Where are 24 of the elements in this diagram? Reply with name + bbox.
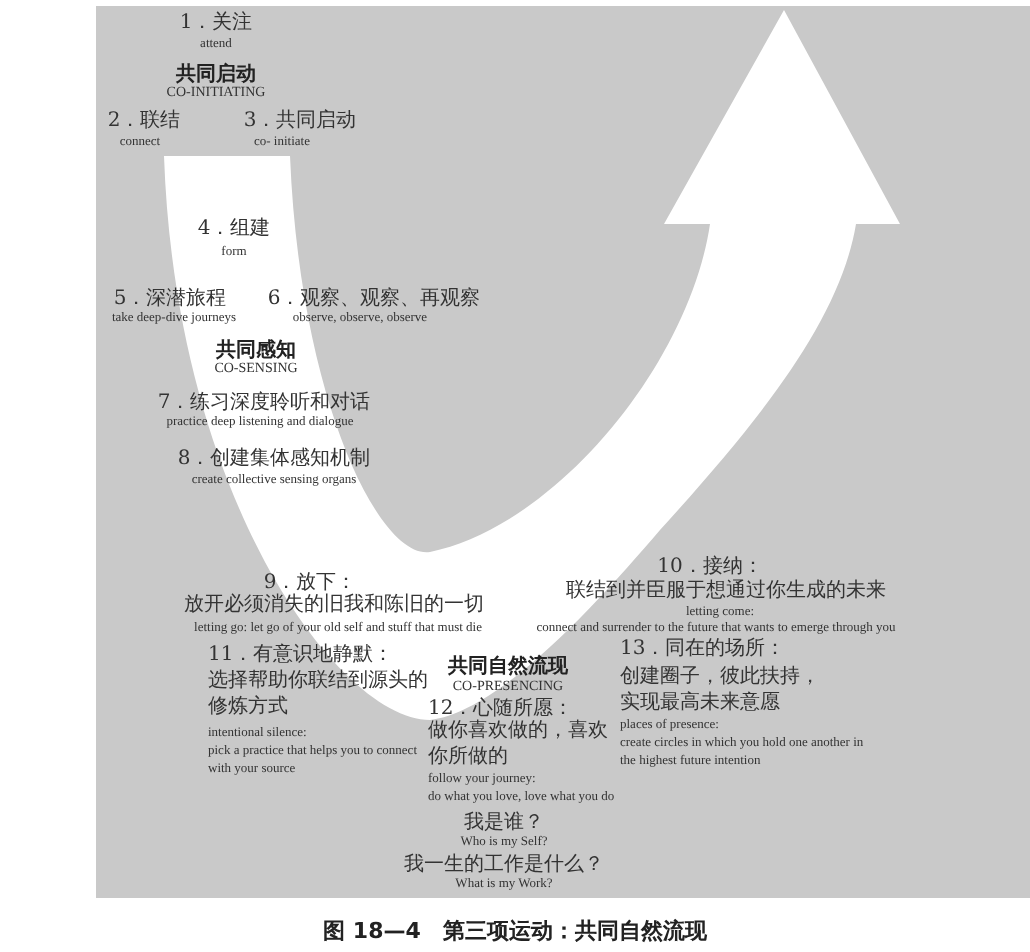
phase-title: 共同感知 [216, 337, 296, 362]
step-title: 7．练习深度聆听和对话 [157, 391, 371, 416]
step-title: 3．共同启动 [243, 109, 357, 135]
question: 我是谁？ [464, 811, 544, 836]
step-title: 12．心随所愿： [428, 698, 574, 720]
caption: 图 18—4 第三项运动：共同自然流现 [321, 916, 709, 946]
step-title: 4．组建 [197, 217, 271, 243]
step-title: 1．关注 [179, 11, 253, 37]
step-description: 放开必须消失的旧我和陈旧的一切 [184, 593, 484, 619]
step-description: 联结到并臣服于想通过你生成的未来 [566, 579, 886, 605]
step-title: 8．创建集体感知机制 [177, 447, 371, 473]
step-description: 创建圈子，彼此扶持，实现最高未来意愿 [620, 666, 822, 716]
step-title: 5．深潜旅程 [113, 287, 227, 312]
phase-title: 共同自然流现 [448, 652, 568, 680]
step-title: 11．有意识地静默： [208, 644, 394, 669]
step-title: 9．放下： [263, 571, 357, 594]
step-title: 10．接纳： [657, 555, 763, 579]
step-title: 2．联结 [107, 109, 181, 135]
step-description: 选择帮助你联结到源头的修炼方式 [208, 670, 428, 720]
step-title: 6．观察、观察、再观察 [267, 287, 481, 312]
phase-title: 共同启动 [176, 60, 256, 86]
step-title: 13．同在的场所： [620, 638, 786, 663]
step-description: 做你喜欢做的，喜欢你所做的 [428, 720, 610, 770]
question: 我一生的工作是什么？ [404, 853, 604, 878]
